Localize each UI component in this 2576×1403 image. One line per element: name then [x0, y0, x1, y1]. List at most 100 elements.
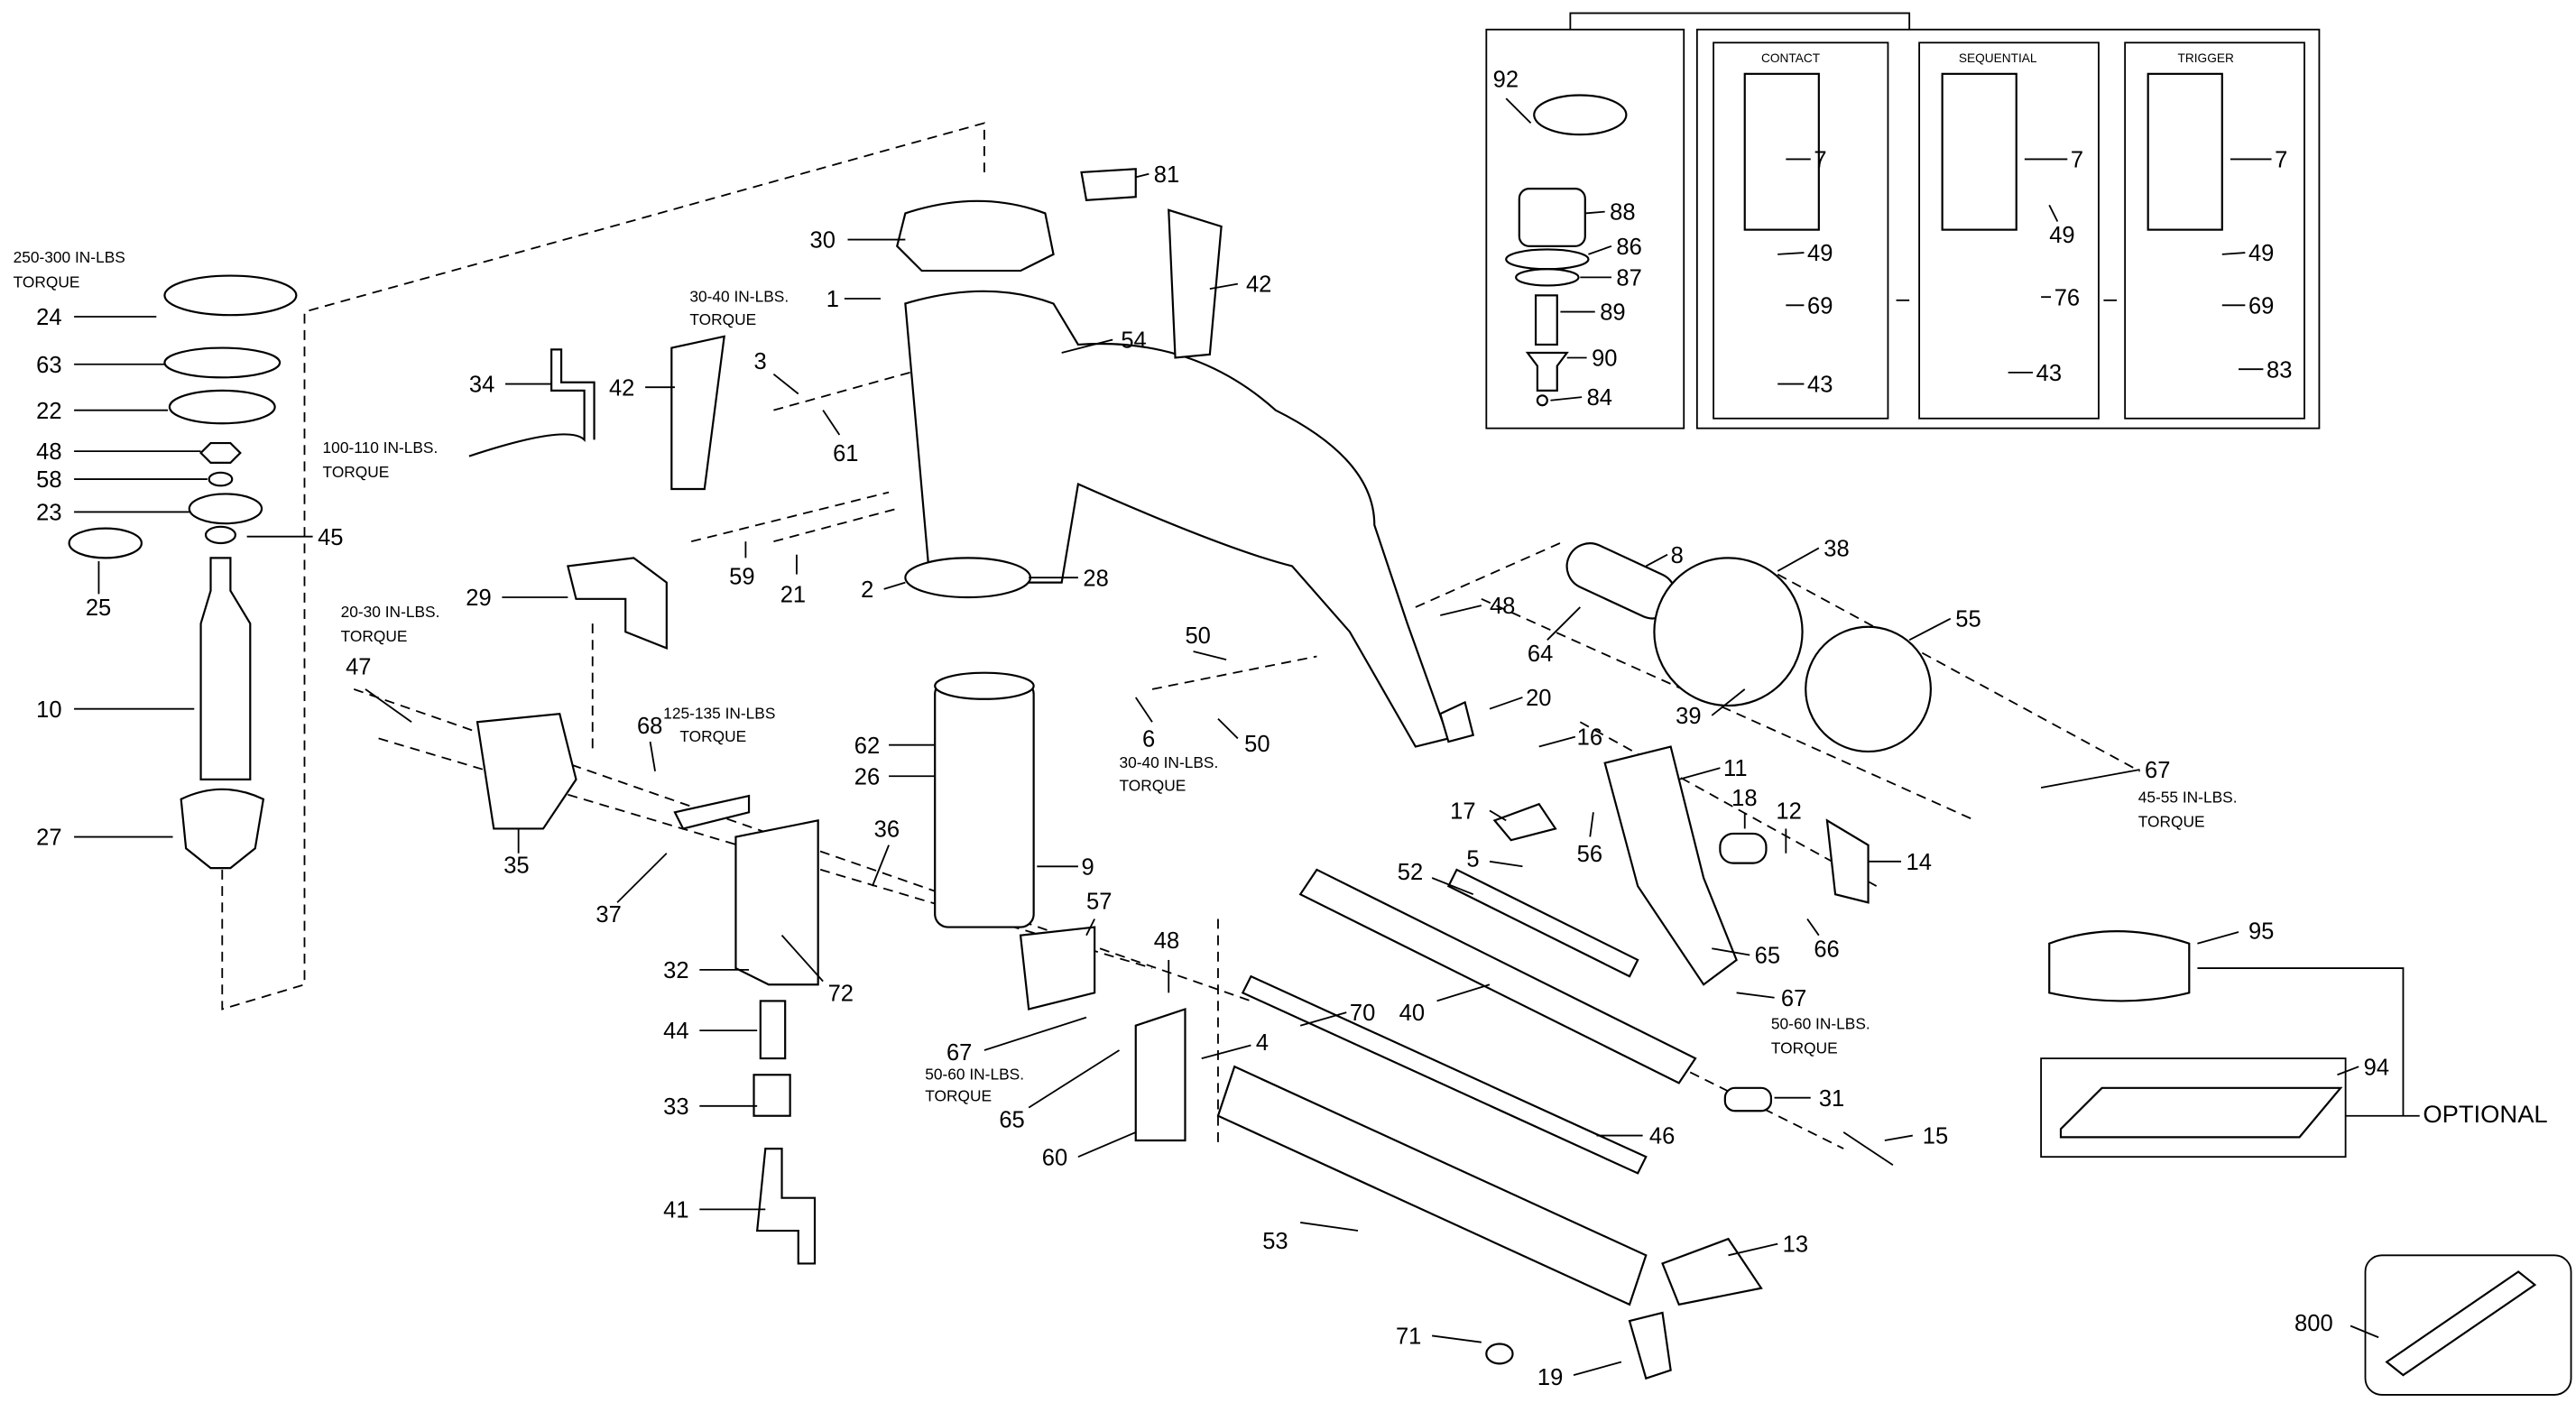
part-cap-30 [896, 199, 1055, 272]
part-33 [752, 1074, 791, 1117]
leader-line-11 [1678, 767, 1721, 780]
trigger-kit-box [1695, 28, 2321, 429]
torque-note: 250-300 IN-LBS [14, 248, 125, 266]
callout-15: 15 [1923, 1124, 1948, 1149]
callout-55: 55 [1955, 607, 1980, 632]
leader-line-53 [1300, 1222, 1359, 1232]
torque-note: 125-135 IN-LBS [663, 705, 775, 723]
part-45 [204, 525, 236, 545]
callout-12: 12 [1776, 799, 1801, 825]
callout-44: 44 [663, 1019, 688, 1044]
part-94 [2059, 1086, 2343, 1139]
part-92 [1533, 94, 1628, 136]
callout-27: 27 [36, 826, 61, 851]
part-22 [168, 389, 276, 425]
callout-22: 22 [36, 399, 61, 424]
callout-68: 68 [637, 714, 662, 739]
part-oring-63 [163, 346, 282, 379]
part-81 [1080, 168, 1137, 202]
part-38 [1653, 557, 1804, 707]
part-11 [1603, 745, 1738, 986]
callout-7: 7 [1814, 148, 1826, 173]
leader-line-800 [2350, 1325, 2379, 1339]
callout-87: 87 [1616, 265, 1641, 291]
callout-21: 21 [780, 583, 806, 608]
callout-8: 8 [1671, 543, 1684, 568]
callout-2: 2 [861, 577, 873, 603]
callout-31: 31 [1819, 1086, 1844, 1112]
part-90 [1525, 351, 1569, 392]
callout-69: 69 [2248, 293, 2274, 318]
leader-line-36 [872, 845, 890, 887]
leader-line-67 [1736, 992, 1775, 999]
callout-26: 26 [854, 764, 880, 789]
torque-note: 50-60 IN-LBS. [925, 1066, 1024, 1084]
callout-50: 50 [1185, 623, 1210, 649]
leader-line-3 [772, 373, 799, 395]
part-17 [1492, 802, 1557, 842]
part-57 [1019, 926, 1096, 1011]
leader-line-16 [1538, 735, 1576, 748]
part-58 [208, 471, 234, 487]
part-cylinder-26 [934, 679, 1035, 928]
part-14 [1825, 818, 1870, 904]
part-nut-48 [199, 441, 242, 464]
leader-line-68 [649, 741, 656, 771]
leader-line-81 [1135, 172, 1150, 179]
part-cap-24 [163, 274, 298, 317]
torque-note: TORQUE [1771, 1039, 1838, 1057]
callout-88: 88 [1610, 200, 1635, 226]
callout-67: 67 [1781, 986, 1806, 1011]
leader-line-55 [1908, 617, 1952, 642]
torque-note: 30-40 IN-LBS. [1120, 753, 1219, 771]
leader-line-6 [1134, 697, 1153, 723]
callout-18: 18 [1731, 786, 1757, 811]
callout-4: 4 [1256, 1030, 1269, 1056]
callout-48: 48 [36, 439, 61, 465]
torque-note: 100-110 IN-LBS. [323, 438, 439, 457]
part-42-left [670, 335, 725, 491]
torque-note: TORQUE [14, 272, 80, 291]
leader-line-94 [2337, 1066, 2359, 1076]
callout-62: 62 [854, 734, 880, 759]
callout-38: 38 [1824, 537, 1849, 562]
callout-76: 76 [2054, 285, 2080, 310]
callout-30: 30 [810, 228, 836, 254]
torque-note: 30-40 IN-LBS. [689, 288, 789, 306]
callout-40: 40 [1399, 1001, 1425, 1026]
callout-35: 35 [503, 854, 529, 879]
callout-39: 39 [1676, 704, 1701, 729]
callout-46: 46 [1649, 1124, 1675, 1149]
part-housing-54 [904, 290, 1450, 748]
callout-25: 25 [86, 595, 111, 621]
callout-36: 36 [874, 817, 900, 843]
leader-lines [74, 97, 2379, 1376]
part-41 [755, 1148, 817, 1265]
callout-83: 83 [2267, 357, 2292, 383]
leader-line-86 [1588, 245, 1612, 255]
part-37 [673, 794, 751, 830]
callout-50: 50 [1244, 732, 1270, 757]
callout-67: 67 [2145, 758, 2170, 783]
callout-5: 5 [1466, 846, 1479, 872]
torque-note: TORQUE [341, 627, 408, 645]
callout-19: 19 [1537, 1365, 1563, 1390]
torque-note: TORQUE [689, 310, 756, 328]
part-oring-25 [68, 527, 143, 559]
leader-line-8 [1645, 553, 1668, 568]
handle-cap-parts [1438, 542, 1932, 986]
callout-41: 41 [663, 1198, 688, 1223]
part-20 [1438, 700, 1475, 743]
leader-line-70 [1299, 1011, 1347, 1027]
part-53 [1216, 1065, 1648, 1306]
leader-line-40 [1436, 983, 1491, 1002]
part-driver-10 [199, 557, 252, 780]
part-800-box [2364, 1254, 2572, 1396]
callout-84: 84 [1587, 385, 1612, 411]
sequential-kit-title: SEQUENTIAL [1959, 51, 2037, 65]
trigger-kit-title: TRIGGER [2178, 51, 2234, 65]
leader-line-56 [1589, 812, 1594, 837]
callout-17: 17 [1450, 799, 1475, 825]
torque-note: TORQUE [925, 1086, 992, 1104]
torque-notes: 250-300 IN-LBS TORQUE 100-110 IN-LBS. TO… [14, 51, 2548, 1128]
